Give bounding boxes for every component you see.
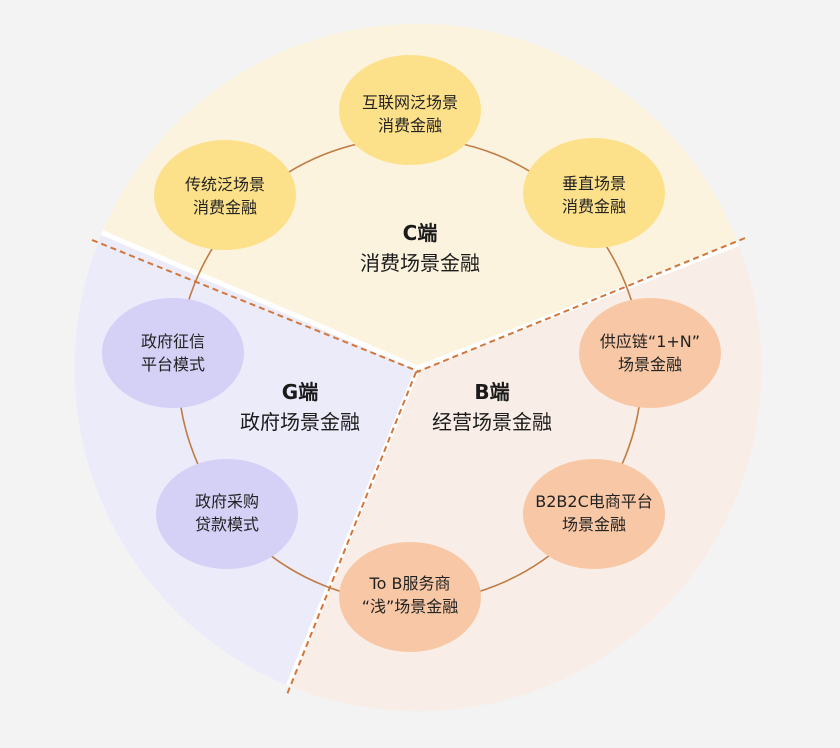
node-traditional-bubble	[154, 140, 296, 250]
node-traditional-line1: 传统泛场景	[185, 175, 265, 194]
separator-c-g	[101, 230, 419, 371]
sector-g-title: G端	[282, 380, 318, 404]
node-b2b2c-bubble	[523, 459, 665, 569]
node-vertical-line1: 垂直场景	[562, 174, 626, 193]
node-b2b2c-line1: B2B2C电商平台	[535, 492, 653, 511]
node-tob-line2: “浅”场景金融	[362, 597, 459, 616]
sector-c-consumer	[102, 23, 739, 368]
sector-b-subtitle: 经营场景金融	[432, 410, 552, 434]
node-procurement-bubble	[156, 459, 298, 569]
node-internet-line2: 消费金融	[378, 116, 442, 135]
node-vertical-bubble	[523, 138, 665, 248]
node-supply-chain-line1: 供应链“1+N”	[600, 332, 700, 351]
divider-bottom	[285, 371, 417, 698]
node-tob-bubble	[339, 542, 481, 652]
node-supply-chain-bubble	[579, 298, 721, 408]
node-procurement-line1: 政府采购	[195, 492, 259, 511]
divider-left	[91, 239, 421, 373]
node-vertical-line2: 消费金融	[562, 197, 626, 216]
sector-b-title: B端	[474, 380, 509, 404]
node-internet-bubble	[339, 55, 481, 165]
sector-g-subtitle: 政府场景金融	[240, 410, 360, 434]
node-internet-line1: 互联网泛场景	[362, 93, 458, 112]
node-supply-chain-line2: 场景金融	[618, 355, 682, 374]
sector-c-subtitle: 消费场景金融	[360, 251, 480, 275]
node-credit-line2: 平台模式	[141, 355, 205, 374]
node-traditional-line2: 消费金融	[193, 198, 257, 217]
node-credit-bubble	[102, 298, 244, 408]
node-procurement-line2: 贷款模式	[195, 515, 259, 534]
node-credit-line1: 政府征信	[141, 332, 205, 351]
node-b2b2c-line2: 场景金融	[562, 515, 626, 534]
sector-c-title: C端	[403, 221, 438, 245]
node-tob-line1: To B服务商	[369, 574, 451, 593]
